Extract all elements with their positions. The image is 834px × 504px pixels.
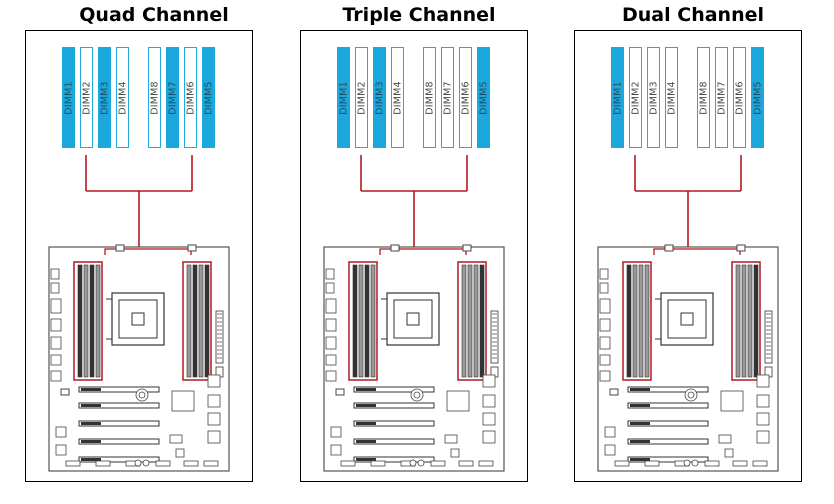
rear-io <box>599 268 611 382</box>
board-components <box>55 374 221 467</box>
rear-io <box>325 268 337 382</box>
left-dimm-bank <box>622 261 652 381</box>
atx-connector <box>764 310 773 378</box>
atx-connector <box>490 310 499 378</box>
board-components <box>330 374 496 467</box>
dimm-slot-dimm6: DIMM6 <box>459 47 472 148</box>
right-dimm-bank <box>731 261 761 381</box>
dimm-slot-dimm4: DIMM4 <box>391 47 404 148</box>
dimm-slot-dimm2: DIMM2 <box>355 47 368 148</box>
motherboard-diagram <box>597 155 779 472</box>
atx-connector <box>215 310 224 378</box>
dimm-slot-dimm1: DIMM1 <box>62 47 75 148</box>
dimm-slot-dimm6: DIMM6 <box>733 47 746 148</box>
motherboard-diagram <box>48 155 230 472</box>
panel-title-dual: Dual Channel <box>622 4 764 26</box>
dimm-slot-dimm8: DIMM8 <box>148 47 161 148</box>
right-dimm-bank <box>182 261 212 381</box>
dimm-slot-dimm2: DIMM2 <box>629 47 642 148</box>
dimm-slot-dimm5: DIMM5 <box>477 47 490 148</box>
cpu-socket <box>655 292 714 346</box>
left-dimm-bank <box>73 261 103 381</box>
board-components <box>604 374 770 467</box>
triple-channel-panel: DIMM1 DIMM2 DIMM3 DIMM4 DIMM8 DIMM7 DIMM6 DIMM5 <box>300 30 528 482</box>
motherboard-diagram <box>323 155 505 472</box>
dimm-slot-dimm4: DIMM4 <box>665 47 678 148</box>
right-dimm-bank <box>457 261 487 381</box>
dimm-slot-dimm7: DIMM7 <box>166 47 179 148</box>
pcie-slots <box>60 386 160 463</box>
pcie-slots <box>335 386 435 463</box>
rear-io <box>50 268 62 382</box>
dimm-slot-dimm2: DIMM2 <box>80 47 93 148</box>
dimm-slot-dimm7: DIMM7 <box>715 47 728 148</box>
channel-connector <box>360 155 468 253</box>
pcie-slots <box>609 386 709 463</box>
dimm-slot-dimm6: DIMM6 <box>184 47 197 148</box>
dual-channel-panel: DIMM1 DIMM2 DIMM3 DIMM4 DIMM8 DIMM7 DIMM6 DIMM5 <box>574 30 802 482</box>
dimm-slot-dimm5: DIMM5 <box>202 47 215 148</box>
dimm-slot-dimm3: DIMM3 <box>373 47 386 148</box>
panel-title-quad: Quad Channel <box>79 4 229 26</box>
dimm-slot-dimm4: DIMM4 <box>116 47 129 148</box>
dimm-slot-dimm1: DIMM1 <box>337 47 350 148</box>
panel-title-triple: Triple Channel <box>342 4 496 26</box>
cpu-socket <box>106 292 165 346</box>
dimm-slot-dimm7: DIMM7 <box>441 47 454 148</box>
cpu-socket <box>381 292 440 346</box>
dimm-slot-dimm3: DIMM3 <box>647 47 660 148</box>
dimm-slot-dimm8: DIMM8 <box>423 47 436 148</box>
quad-channel-panel: DIMM1 DIMM2 DIMM3 DIMM4 DIMM8 DIMM7 DIMM6 DIMM5 <box>25 30 253 482</box>
dimm-slot-dimm5: DIMM5 <box>751 47 764 148</box>
dimm-slot-dimm1: DIMM1 <box>611 47 624 148</box>
channel-connector <box>85 155 193 253</box>
dimm-slot-dimm3: DIMM3 <box>98 47 111 148</box>
dimm-slot-dimm8: DIMM8 <box>697 47 710 148</box>
channel-connector <box>634 155 742 253</box>
left-dimm-bank <box>348 261 378 381</box>
